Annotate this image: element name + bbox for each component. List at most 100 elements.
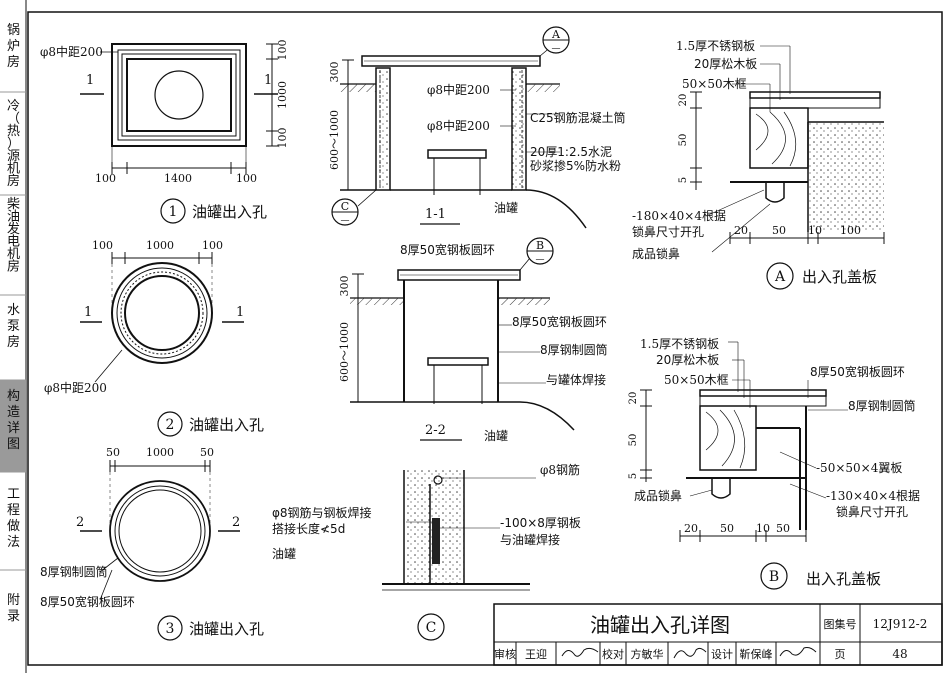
section-1-1-rebar-1: φ8中距200	[427, 82, 490, 97]
detail-b-hole-2: 锁鼻尺寸开孔	[836, 504, 908, 519]
detail-a-dim-20: 20	[678, 94, 689, 107]
detail-b-frame: 50×50木框	[664, 373, 729, 387]
side-tab-active-bg	[0, 380, 26, 472]
detail-b-cylinder: 8厚钢制圆筒	[848, 398, 916, 413]
section-2-2	[350, 257, 575, 431]
detail-b-title: 出入孔盖板	[806, 570, 881, 588]
section-1-1-rebar-2: φ8中距200	[427, 118, 490, 133]
callout-c-top: C	[341, 200, 349, 213]
detail-c-tank: 油罐	[272, 547, 296, 561]
detail-a-hole: -180×40×4根据	[632, 209, 726, 223]
detail-b-label: B	[769, 569, 779, 585]
designer-name: 靳保峰	[740, 647, 773, 661]
check-label: 校对	[602, 647, 624, 661]
detail-a	[690, 45, 885, 253]
detail-b-ring: 8厚50宽钢板圆环	[810, 364, 905, 379]
detail-a-dim-b1: 20	[734, 224, 748, 237]
side-tab-generator[interactable]: 柴油发电机房	[7, 197, 20, 275]
detail-3-plan	[80, 460, 240, 601]
side-tab-boiler[interactable]: 锅炉房	[7, 22, 20, 70]
detail-1-dim-width: 1400	[164, 172, 192, 185]
detail-1-index-circle	[160, 198, 186, 224]
reviewer-signature	[561, 647, 599, 657]
detail-a-frame: 50×50木框	[682, 77, 747, 91]
detail-b-steel: 1.5厚不锈钢板	[640, 337, 719, 351]
detail-1-plan	[80, 43, 278, 174]
side-tab-details[interactable]: 构造详图	[7, 389, 20, 452]
detail-a-dim-b2: 50	[772, 224, 786, 237]
detail-1-rebar-note: φ8中距200	[40, 44, 103, 59]
detail-a-dim-50: 50	[678, 134, 689, 147]
section-2-2-ring-top: 8厚50宽钢板圆环	[400, 242, 495, 257]
section-2-2-cylinder: 8厚钢制圆筒	[540, 342, 608, 357]
section-2-2-dim-depth: 600～1000	[338, 322, 351, 382]
callout-c-section: C —	[331, 198, 359, 226]
checker-name: 方敏华	[631, 647, 664, 661]
callout-a-bottom: —	[552, 44, 561, 54]
detail-3-title: 油罐出入孔	[189, 620, 264, 638]
detail-3-note-cylinder: 8厚钢制圆筒	[40, 564, 108, 579]
detail-b-index-circle	[760, 562, 788, 590]
side-tab-methods[interactable]: 工程做法	[7, 487, 20, 550]
detail-2-number: 2	[166, 417, 175, 433]
detail-1-dim-height: 1000	[276, 81, 289, 109]
detail-3-dim-right: 50	[200, 446, 214, 459]
sheet-border	[27, 11, 943, 666]
section-2-2-dim-300: 300	[338, 276, 351, 297]
detail-c-weld-2: 搭接长度≮5d	[272, 521, 345, 536]
section-2-2-ring: 8厚50宽钢板圆环	[512, 314, 607, 329]
detail-2-dim-left: 100	[92, 239, 113, 252]
detail-a-hole-2: 锁鼻尺寸开孔	[632, 224, 704, 239]
detail-b-dim-b4: 50	[776, 522, 790, 535]
side-tab-hvac[interactable]: 冷（热）源机房	[7, 99, 20, 189]
section-1-1-concrete: C25钢筋混凝土筒	[530, 110, 626, 125]
section-1-1-dim-300: 300	[328, 62, 341, 83]
atlas-label: 图集号	[824, 617, 857, 631]
detail-b-dim-b1: 20	[684, 522, 698, 535]
page-number: 48	[892, 647, 907, 661]
section-2-2-tank: 油罐	[484, 429, 508, 443]
callout-a-top: A	[551, 28, 561, 41]
detail-b-dim-b3: 10	[756, 522, 770, 535]
atlas-number: 12J912-2	[873, 617, 928, 631]
detail-2-index-circle	[157, 411, 183, 437]
detail-3-index-circle	[157, 615, 183, 641]
detail-c	[382, 470, 536, 591]
detail-c-index-circle	[417, 613, 445, 641]
detail-2-dim-right: 100	[202, 239, 223, 252]
side-tab-bar: 锅炉房 冷（热）源机房 柴油发电机房 水泵房 构造详图 工程做法 附录	[0, 0, 27, 673]
detail-c-weld-1: φ8钢筋与钢板焊接	[272, 505, 372, 520]
side-tab-pump[interactable]: 水泵房	[7, 303, 20, 350]
callout-b-top: B	[536, 239, 544, 252]
detail-b-dim-b2: 50	[720, 522, 734, 535]
detail-b-dim-20: 20	[628, 392, 639, 405]
detail-c-rebar: φ8钢筋	[540, 462, 580, 477]
detail-a-index-circle	[766, 262, 794, 290]
detail-1-dim-bottom: 100	[276, 128, 289, 149]
detail-c-plate-1: -100×8厚钢板	[500, 516, 581, 530]
drawing-title: 油罐出入孔详图	[590, 613, 730, 637]
detail-1-number: 1	[169, 204, 178, 220]
callout-c-bottom: —	[341, 216, 350, 226]
callout-b-bottom: —	[536, 255, 545, 265]
detail-a-dim-b4: 100	[840, 224, 861, 237]
side-tab-appendix[interactable]: 附录	[7, 593, 20, 624]
detail-b-dim-50: 50	[628, 434, 639, 447]
detail-c-label: C	[426, 620, 437, 636]
callout-a-section: A —	[542, 26, 570, 54]
detail-1-section-left: 1	[86, 73, 94, 88]
section-1-1-tank: 油罐	[494, 201, 518, 215]
detail-a-dim-b3: 10	[808, 224, 822, 237]
detail-3-dim-left: 50	[106, 446, 120, 459]
review-label: 审核	[494, 647, 516, 661]
section-2-2-label: 2-2	[425, 423, 446, 438]
detail-1-title: 油罐出入孔	[192, 203, 267, 221]
detail-c-plate-2: 与油罐焊接	[500, 532, 560, 547]
reviewer-name: 王迎	[525, 648, 547, 661]
detail-1-dim-top: 100	[276, 40, 289, 61]
designer-signature	[779, 647, 817, 657]
detail-3-dim-width: 1000	[146, 446, 174, 459]
section-1-1-mortar-1: 20厚1:2.5水泥	[530, 145, 612, 159]
section-1-1-label: 1-1	[425, 207, 446, 222]
detail-2-title: 油罐出入孔	[189, 416, 264, 434]
